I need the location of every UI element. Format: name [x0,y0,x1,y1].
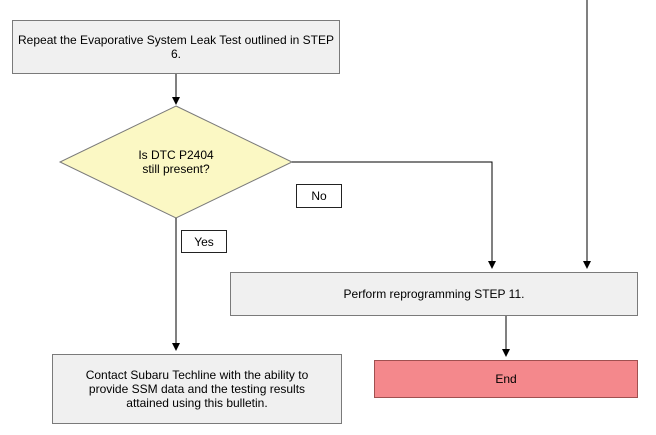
decision-text: Is DTC P2404 still present? [138,148,214,176]
contact-text: Contact Subaru Techline with the ability… [85,368,309,410]
reprogram-text: Perform reprogramming STEP 11. [343,287,525,301]
repeat-test-box: Repeat the Evaporative System Leak Test … [12,20,340,74]
repeat-test-text: Repeat the Evaporative System Leak Test … [18,33,334,61]
reprogram-box: Perform reprogramming STEP 11. [230,272,638,316]
no-label-box: No [296,184,342,208]
contact-box: Contact Subaru Techline with the ability… [52,354,342,424]
end-text: End [495,372,517,386]
yes-label-box: Yes [181,230,227,253]
arrow-no-to-reprogram [292,161,496,269]
no-label: No [311,189,327,203]
yes-label: Yes [194,234,214,249]
end-box: End [374,360,638,398]
